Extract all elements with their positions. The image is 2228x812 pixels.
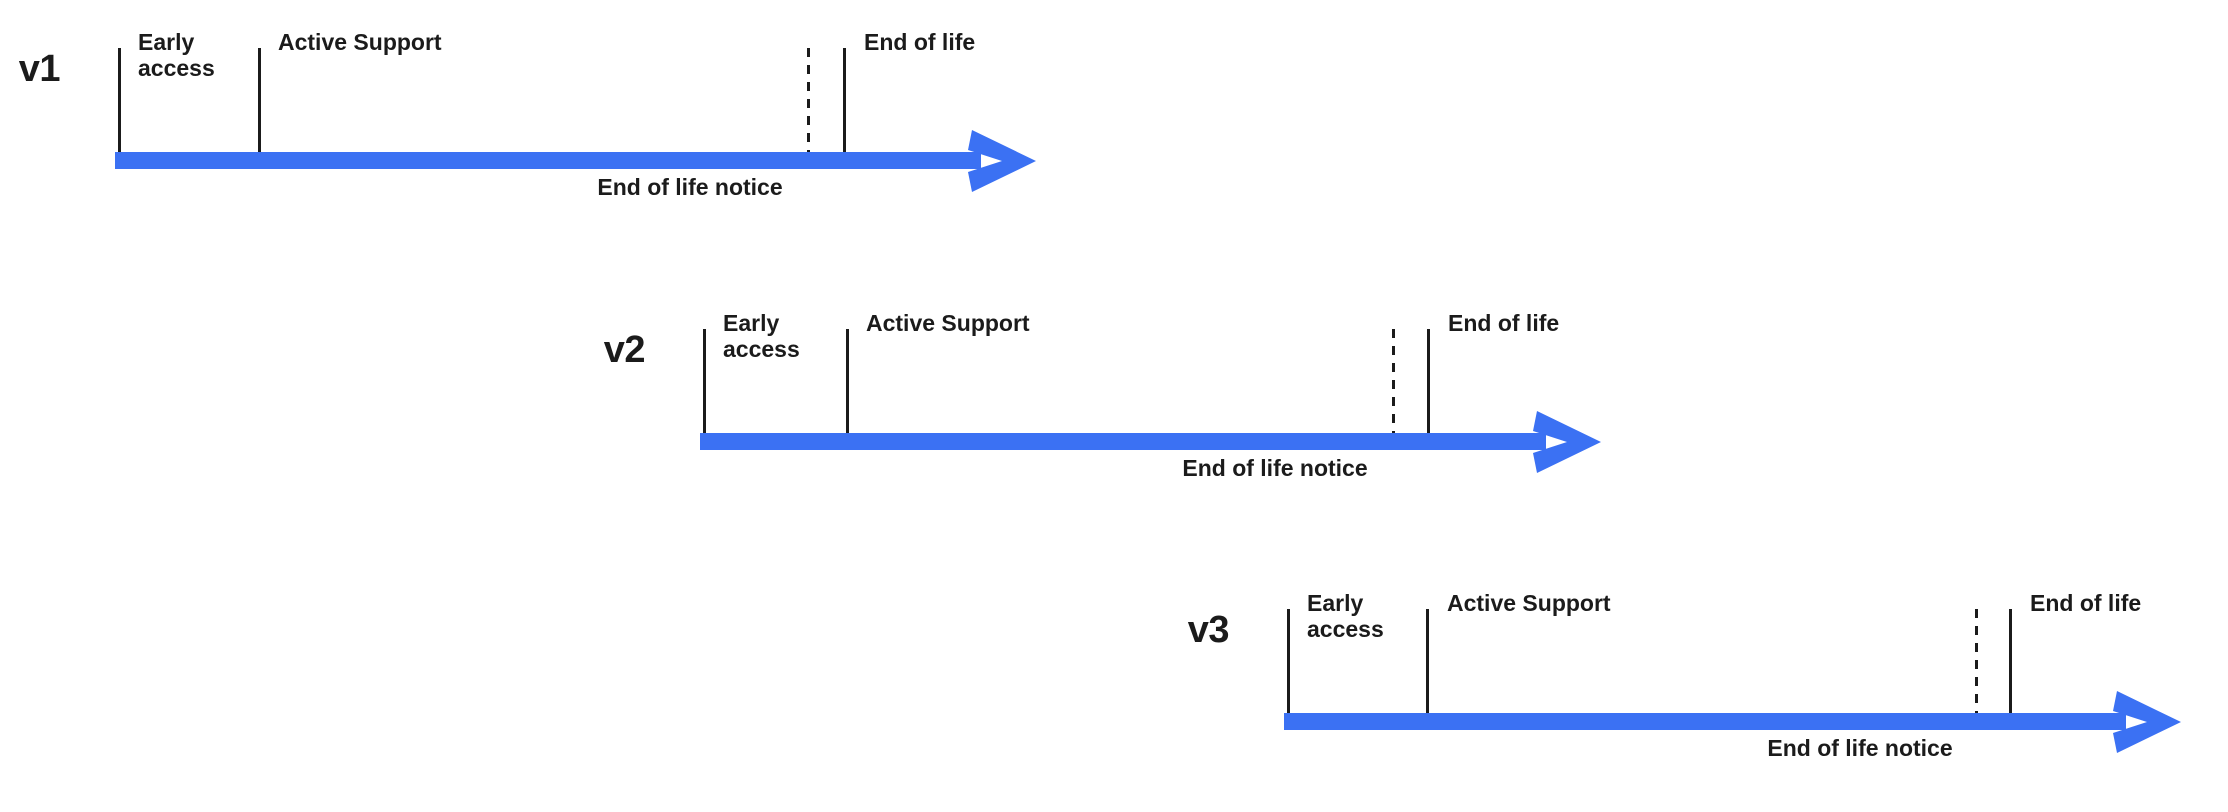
- notice-label-v1: End of life notice: [597, 174, 783, 200]
- tick-early-access-start-v1: [118, 48, 121, 152]
- tick-end-of-life-notice-v3: [1975, 609, 1978, 713]
- tick-end-of-life-start-v2: [1427, 329, 1430, 433]
- tick-active-support-start-v1: [258, 48, 261, 152]
- tick-active-support-start-v3: [1426, 609, 1429, 713]
- phase-label-early-access-v2: Early access: [723, 310, 800, 362]
- lifecycle-bar-v1: [115, 152, 981, 169]
- tick-end-of-life-start-v3: [2009, 609, 2012, 713]
- version-label-v1: v1: [18, 48, 61, 90]
- lifecycle-bar-v3: [1284, 713, 2126, 730]
- arrow-head-icon-v1: [966, 128, 1038, 194]
- arrow-head-icon-v3: [2111, 689, 2183, 755]
- notice-label-v2: End of life notice: [1182, 455, 1368, 481]
- tick-end-of-life-notice-v1: [807, 48, 810, 152]
- phase-label-end-of-life-v1: End of life: [864, 29, 976, 55]
- lifecycle-bar-v2: [700, 433, 1546, 450]
- arrow-head-icon-v2: [1531, 409, 1603, 475]
- phase-label-active-support-v2: Active Support: [866, 310, 1030, 336]
- tick-early-access-start-v3: [1287, 609, 1290, 713]
- tick-end-of-life-notice-v2: [1392, 329, 1395, 433]
- tick-early-access-start-v2: [703, 329, 706, 433]
- version-label-v3: v3: [1187, 609, 1230, 651]
- phase-label-early-access-v3: Early access: [1307, 590, 1384, 642]
- tick-active-support-start-v2: [846, 329, 849, 433]
- tick-end-of-life-start-v1: [843, 48, 846, 152]
- version-label-v2: v2: [603, 329, 646, 371]
- phase-label-end-of-life-v2: End of life: [1448, 310, 1560, 336]
- phase-label-end-of-life-v3: End of life: [2030, 590, 2142, 616]
- phase-label-active-support-v1: Active Support: [278, 29, 442, 55]
- phase-label-active-support-v3: Active Support: [1447, 590, 1611, 616]
- notice-label-v3: End of life notice: [1767, 735, 1953, 761]
- phase-label-early-access-v1: Early access: [138, 29, 215, 81]
